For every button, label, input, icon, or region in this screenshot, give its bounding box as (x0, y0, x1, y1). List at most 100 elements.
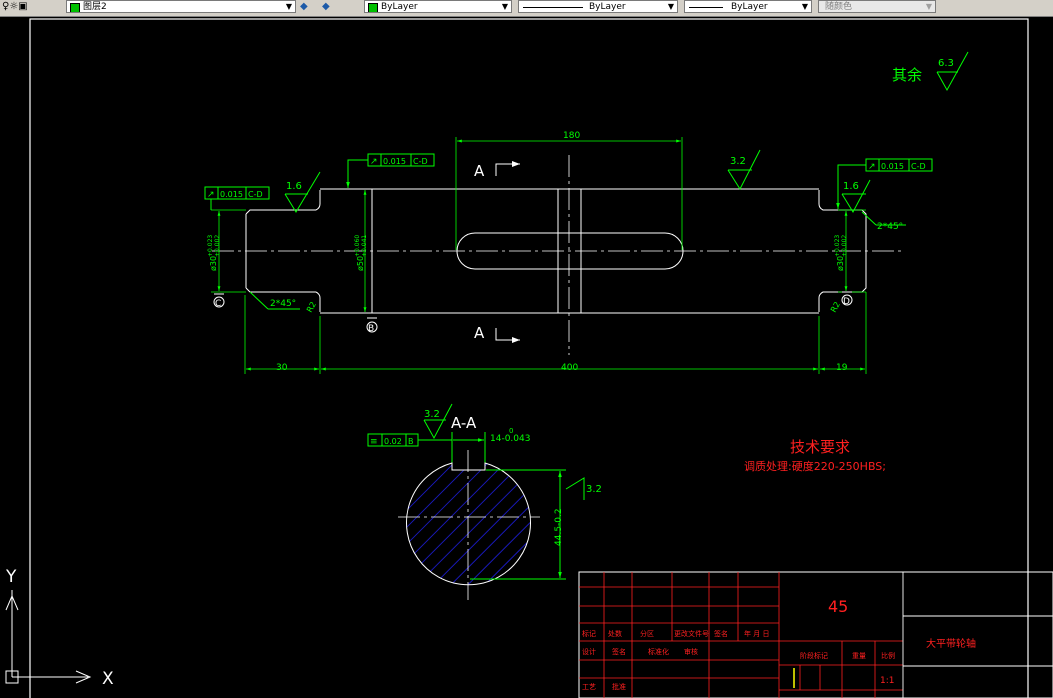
radius-left: R2 (305, 300, 318, 314)
roughness-symbol-left: 1.6 (284, 171, 321, 213)
svg-text:+0.002: +0.002 (841, 235, 848, 257)
svg-text:B: B (408, 437, 414, 446)
svg-text:0.015: 0.015 (881, 162, 904, 171)
section-marks: A A (474, 161, 520, 343)
svg-text:ø50: ø50 (356, 256, 365, 271)
svg-text:0.015: 0.015 (220, 190, 243, 199)
ucs-y-label: Y (5, 567, 17, 587)
lineweight-dropdown-value: ByLayer (731, 2, 768, 12)
lineweight-dropdown[interactable]: ByLayer ▼ (684, 0, 812, 13)
properties-toolbar: ♀☼▣ 图层2 ▼ ◆ ◆ ByLayer ▼ ByLayer ▼ ByLaye… (0, 0, 1053, 17)
svg-text:44.5-0.2: 44.5-0.2 (554, 508, 564, 546)
layer-state-icons[interactable]: ♀☼▣ (2, 1, 28, 12)
radius-right: R2 (829, 300, 842, 314)
section-roughness: 3.2 (423, 403, 453, 440)
dia-right-label: ø30 +0.023 +0.002 (834, 235, 848, 271)
layer-color-swatch (70, 3, 80, 12)
svg-text:批准: 批准 (612, 682, 626, 691)
svg-text:C-D: C-D (413, 157, 428, 166)
section-view (398, 450, 540, 600)
material-value: 45 (828, 597, 848, 616)
svg-text:更改文件号: 更改文件号 (674, 629, 709, 638)
svg-text:14-0.043: 14-0.043 (490, 434, 530, 444)
datum-d: D (841, 291, 853, 307)
chevron-down-icon: ▼ (501, 2, 509, 11)
svg-text:审核: 审核 (684, 647, 698, 656)
symmetry-tolerance: ≡ 0.02 B (367, 433, 453, 455)
svg-text:↗: ↗ (207, 190, 215, 200)
svg-text:ø30: ø30 (209, 256, 218, 271)
plotstyle-dropdown: 随颜色 ▼ (818, 0, 936, 13)
runout-tolerance-mid: ↗ 0.015 C-D (346, 153, 435, 188)
dia-mid-label: ø50 +0.060 +0.041 (354, 235, 368, 271)
svg-text:↗: ↗ (370, 157, 378, 167)
layer-dropdown-value: 图层2 (83, 2, 107, 12)
dim-19: 19 (836, 363, 848, 373)
lineweight-preview (689, 7, 723, 8)
svg-text:C: C (215, 299, 221, 309)
svg-text:+0.023: +0.023 (834, 235, 841, 257)
section-title: A-A (451, 414, 477, 432)
svg-text:年 月 日: 年 月 日 (744, 629, 769, 638)
keyway-dimension: 0 14-0.043 (451, 427, 530, 470)
plotstyle-dropdown-value: 随颜色 (825, 2, 853, 12)
chevron-down-icon: ▼ (667, 2, 675, 11)
section-mark-top: A (474, 162, 485, 180)
chevron-down-icon: ▼ (285, 2, 293, 11)
ucs-icon: X Y (5, 567, 114, 689)
svg-text:≡: ≡ (370, 437, 378, 447)
roughness-note-label: 其余 (892, 66, 922, 84)
make-object-layer-current-icon[interactable]: ◆ (300, 1, 308, 12)
svg-text:重量: 重量 (852, 652, 866, 660)
scale-value: 1:1 (880, 676, 894, 686)
svg-text:B: B (368, 324, 374, 334)
svg-text:阶段标记: 阶段标记 (800, 651, 828, 660)
svg-text:↗: ↗ (868, 162, 876, 172)
roughness-symbol-middle: 3.2 (727, 149, 761, 191)
roughness-symbol-right: 1.6 (841, 179, 871, 214)
linetype-dropdown[interactable]: ByLayer ▼ (518, 0, 678, 13)
chevron-down-icon: ▼ (925, 2, 933, 11)
depth-dimension: 44.5-0.2 3.2 (470, 469, 602, 580)
layer-previous-icon[interactable]: ◆ (322, 1, 330, 12)
svg-text:3.2: 3.2 (730, 156, 746, 167)
chevron-down-icon: ▼ (801, 2, 809, 11)
roughness-general-value: 6.3 (938, 58, 954, 69)
drawing-frame (29, 18, 1029, 698)
svg-text:3.2: 3.2 (424, 409, 440, 420)
dim-400: 400 (561, 363, 578, 373)
svg-text:0.02: 0.02 (384, 437, 402, 446)
svg-text:C-D: C-D (911, 162, 926, 171)
svg-text:+0.041: +0.041 (361, 235, 368, 257)
runout-tolerance-left: ↗ 0.015 C-D (204, 186, 270, 210)
part-name: 大平带轮轴 (926, 637, 976, 650)
model-space-canvas[interactable]: 其余 6.3 A A (0, 16, 1053, 698)
svg-text:标准化: 标准化 (648, 647, 669, 656)
svg-text:ø30: ø30 (836, 256, 845, 271)
drawing-svg: 其余 6.3 A A (5, 18, 1053, 698)
tech-requirements-title: 技术要求 (790, 438, 850, 456)
svg-text:0.015: 0.015 (383, 157, 406, 166)
layer-dropdown[interactable]: 图层2 ▼ (66, 0, 296, 13)
tech-requirements-note: 调质处理:硬度220-250HBS; (744, 459, 886, 473)
shaft-outline (245, 188, 867, 314)
svg-text:0: 0 (509, 427, 513, 435)
svg-text:比例: 比例 (881, 651, 895, 660)
svg-text:+0.023: +0.023 (207, 235, 214, 257)
title-block-labels: 标记 处数 分区 更改文件号 签名 年 月 日 设计 签名 标准化 审核 工艺 … (582, 629, 895, 691)
svg-text:设计: 设计 (582, 647, 596, 656)
dia-left-label: ø30 +0.023 +0.002 (207, 235, 221, 271)
chamfer-right: 2*45° (877, 222, 903, 232)
color-dropdown-value: ByLayer (381, 2, 418, 12)
datum-b: B (366, 317, 378, 334)
svg-text:1.6: 1.6 (286, 181, 302, 192)
color-dropdown[interactable]: ByLayer ▼ (364, 0, 512, 13)
runout-tolerance-right: ↗ 0.015 C-D (836, 158, 933, 209)
color-swatch (368, 3, 378, 12)
svg-text:分区: 分区 (640, 629, 654, 638)
svg-text:工艺: 工艺 (582, 683, 596, 691)
ucs-x-label: X (102, 669, 114, 689)
svg-text:3.2: 3.2 (586, 484, 602, 495)
svg-text:1.6: 1.6 (843, 181, 859, 192)
svg-text:D: D (843, 297, 850, 307)
